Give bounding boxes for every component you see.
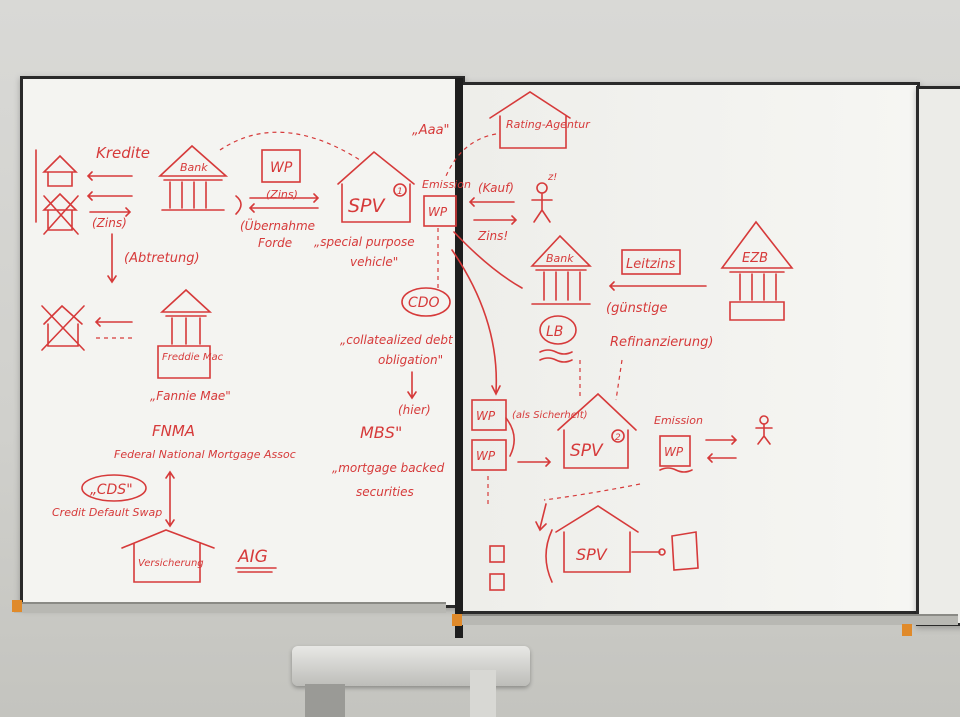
label-spv3: SPV — [576, 545, 608, 564]
tray-end-cap — [452, 614, 462, 626]
label-zins-right: Zins! — [477, 229, 508, 243]
label-collateralized: „collatealized debt — [340, 333, 454, 347]
issued-wp-icon — [659, 435, 691, 467]
label-z: z! — [547, 172, 557, 183]
label-lb: LB — [546, 324, 563, 340]
label-spv2-number: 2 — [615, 433, 621, 443]
label-securities: securities — [356, 485, 414, 499]
bank-building-icon — [530, 234, 592, 305]
label-spv-number: 1 — [397, 187, 403, 197]
label-fnma: FNMA — [152, 422, 195, 440]
label-versicherung: Versicherung — [138, 558, 204, 569]
label-leitzins: Leitzins — [626, 257, 676, 272]
leitzins-box — [621, 249, 681, 275]
issued-wp-icon — [423, 195, 457, 227]
label-credit-default: Credit Default Swap — [52, 506, 162, 519]
document-camera-arm — [305, 684, 345, 717]
whiteboard-edge-panel — [916, 86, 960, 626]
cds-oval — [81, 474, 147, 502]
label-hier: (hier) — [398, 403, 431, 417]
label-emission: Emission — [422, 178, 471, 191]
label-wp3: WP — [664, 445, 684, 459]
label-fannie-mae: „Fannie Mae" — [150, 389, 231, 403]
label-spv: SPV — [348, 195, 387, 217]
label-refinanzierung: Refinanzierung) — [610, 335, 713, 350]
label-kredite: Kredite — [96, 144, 150, 162]
small-box-icon — [489, 545, 505, 591]
freddie-mac-building-icon — [157, 288, 213, 379]
label-vehicle: vehicle" — [350, 255, 398, 269]
label-zins-wp: (Zins) — [266, 188, 298, 201]
ezb-building-icon — [720, 220, 794, 321]
label-uebernahme: (Übernahme — [240, 217, 315, 233]
bank-building-icon — [157, 144, 229, 211]
label-cdo: CDO — [408, 295, 440, 311]
label-federal-national: Federal National Mortgage Assoc — [114, 448, 296, 461]
label-aig: AIG — [237, 547, 268, 567]
label-bank: Bank — [180, 161, 208, 174]
tray-end-cap — [12, 600, 22, 612]
document-camera-stand — [470, 670, 496, 717]
cdo-oval — [401, 287, 451, 317]
label-mbs: MBS" — [360, 423, 402, 442]
label-als-sicherheit: (als Sicherheit) — [512, 410, 588, 421]
security-wp-icon — [261, 149, 301, 183]
label-ezb: EZB — [742, 251, 768, 266]
label-mortgage-backed: „mortgage backed — [332, 461, 445, 475]
label-cds: „CDS" — [90, 482, 133, 498]
label-rating: Rating-Agentur — [506, 118, 591, 131]
label-zins: (Zins) — [92, 216, 127, 230]
crossed-house-icon — [42, 192, 79, 235]
rating-agency-house-icon — [489, 91, 571, 149]
document-icon — [671, 531, 699, 571]
label-wp2: WP — [476, 449, 496, 463]
lb-oval — [539, 315, 577, 345]
label-spv2: SPV — [570, 441, 604, 461]
label-special-purpose: „special purpose — [314, 235, 415, 249]
label-emission-right: Emission — [654, 414, 703, 427]
wp-box-icon — [471, 399, 507, 471]
marker-tray-left — [14, 602, 446, 613]
spv-house-icon — [555, 505, 639, 573]
insurance-house-icon — [121, 529, 215, 583]
label-abtretung: (Abtretung) — [124, 251, 200, 266]
tray-end-cap — [902, 624, 912, 636]
board-frame-divider — [455, 78, 463, 638]
spv-house-icon — [557, 392, 637, 469]
label-bank-right: Bank — [546, 252, 574, 265]
house-icon — [42, 154, 78, 187]
crossed-house-icon — [41, 304, 85, 351]
label-aaa: „Aaa" — [412, 123, 450, 138]
label-wp1: WP — [476, 409, 496, 423]
investor-figure-icon — [755, 415, 773, 445]
label-forde: Forde — [258, 236, 292, 250]
whiteboard-right-panel — [460, 82, 920, 614]
investor-figure-icon — [531, 182, 553, 223]
spv-house-icon — [337, 150, 415, 223]
label-guenstige: (günstige — [606, 301, 668, 316]
label-wp: WP — [270, 160, 293, 176]
label-spv-wp: WP — [428, 205, 448, 219]
label-kauf: (Kauf) — [478, 181, 514, 195]
label-obligation: obligation" — [378, 353, 443, 367]
label-freddie-mac: Freddie Mac — [162, 352, 224, 363]
marker-tray-right — [458, 614, 958, 625]
